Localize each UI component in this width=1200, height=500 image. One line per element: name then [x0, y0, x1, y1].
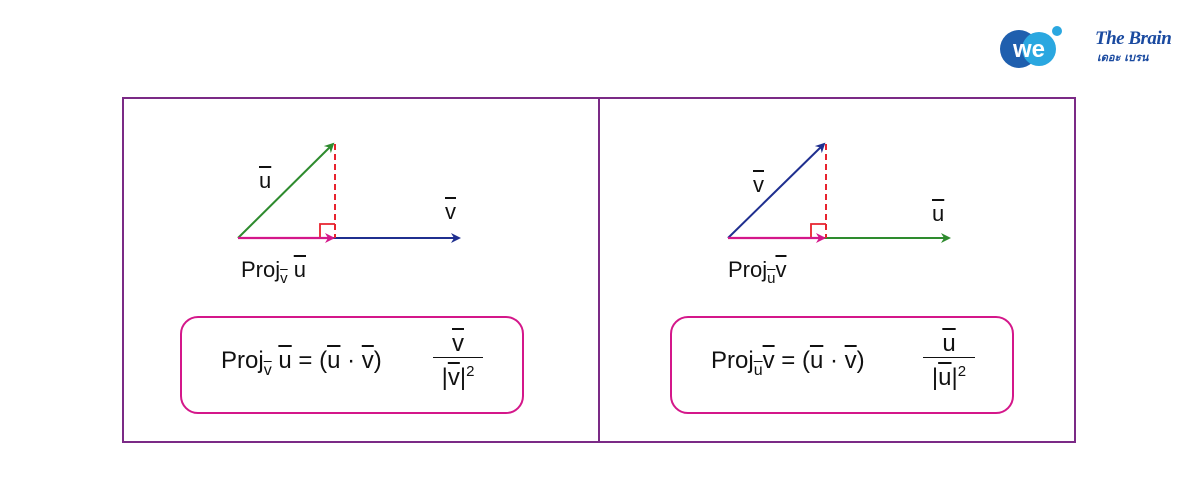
left-formula-proj: Proj: [221, 347, 264, 374]
right-formula-fraction: u |u|2: [923, 331, 975, 392]
panel-divider: [598, 97, 600, 443]
right-proj-prefix: Proj: [728, 257, 768, 282]
right-formula-dot-a: u: [809, 347, 824, 374]
right-formula-denominator-var: u: [938, 364, 952, 391]
right-formula-denominator: |u|2: [931, 363, 967, 391]
right-vector-v: [727, 142, 826, 239]
left-formula-denominator: |v|2: [441, 363, 475, 391]
left-hyp-label: u: [259, 169, 271, 193]
left-hyp-label-text: u: [259, 168, 272, 193]
right-proj-label: Projuv: [728, 257, 786, 292]
right-formula-dot-b: v: [844, 347, 857, 374]
we-logo: we: [1000, 26, 1062, 68]
right-base-label-text: u: [932, 201, 945, 226]
left-formula-fraction: v |v|2: [433, 331, 483, 392]
right-base-label: u: [932, 202, 944, 226]
right-formula-close-paren: ): [856, 347, 865, 374]
right-formula-numerator: u: [923, 331, 975, 358]
left-proj-of: u: [293, 257, 306, 282]
left-formula: Projv u = (u · v): [221, 347, 382, 385]
left-formula-equals: =: [298, 347, 313, 374]
right-formula-box: [670, 316, 1014, 414]
the-brain-logo-subtitle: เดอะ เบรน: [1097, 51, 1149, 64]
right-formula-equals: =: [781, 347, 796, 374]
right-right-angle-mark: [810, 223, 826, 238]
left-proj-sub: v: [280, 270, 288, 287]
left-vector-u: [237, 142, 335, 239]
right-formula-proj-of: v: [762, 347, 775, 374]
right-proj-of: v: [775, 257, 787, 282]
right-formula-denominator-exp: 2: [957, 363, 967, 380]
right-formula-dot-operator: ·: [829, 347, 838, 374]
left-formula-denominator-var: v: [447, 364, 460, 391]
right-formula: Projuv = (u · v): [711, 347, 865, 385]
left-formula-proj-of: u: [278, 347, 292, 374]
left-base-label-text: v: [445, 199, 456, 224]
right-formula-open-paren: (: [801, 347, 810, 374]
left-formula-numerator: v: [433, 331, 483, 358]
left-formula-box: [180, 316, 524, 414]
left-formula-open-paren: (: [319, 347, 328, 374]
right-formula-proj-sub: u: [753, 362, 763, 379]
left-proj-prefix: Proj: [241, 257, 281, 282]
right-hyp-label-text: v: [753, 172, 764, 197]
the-brain-logo: The Brain เดอะ เบรน: [1095, 28, 1177, 70]
we-logo-dot: [1052, 26, 1062, 36]
left-formula-dot-b: v: [361, 347, 374, 374]
left-formula-dot-operator: ·: [347, 347, 356, 374]
we-logo-circle-right: [1022, 32, 1056, 66]
right-hyp-label: v: [753, 173, 764, 197]
left-formula-numerator-text: v: [452, 330, 464, 357]
left-formula-proj-sub: v: [263, 362, 272, 379]
left-formula-close-paren: ): [373, 347, 382, 374]
right-formula-numerator-text: u: [942, 330, 956, 357]
right-diagram: [727, 142, 951, 243]
left-formula-dot-a: u: [327, 347, 341, 374]
left-formula-denominator-exp: 2: [466, 363, 475, 380]
the-brain-logo-title: The Brain: [1095, 28, 1172, 49]
left-right-angle-mark: [319, 223, 335, 238]
left-diagram: [237, 142, 461, 243]
left-base-label: v: [445, 200, 456, 224]
right-formula-proj: Proj: [711, 347, 754, 374]
right-proj-sub: u: [767, 270, 776, 287]
left-proj-label: Projv u: [241, 257, 306, 292]
we-logo-text: we: [1012, 36, 1045, 63]
